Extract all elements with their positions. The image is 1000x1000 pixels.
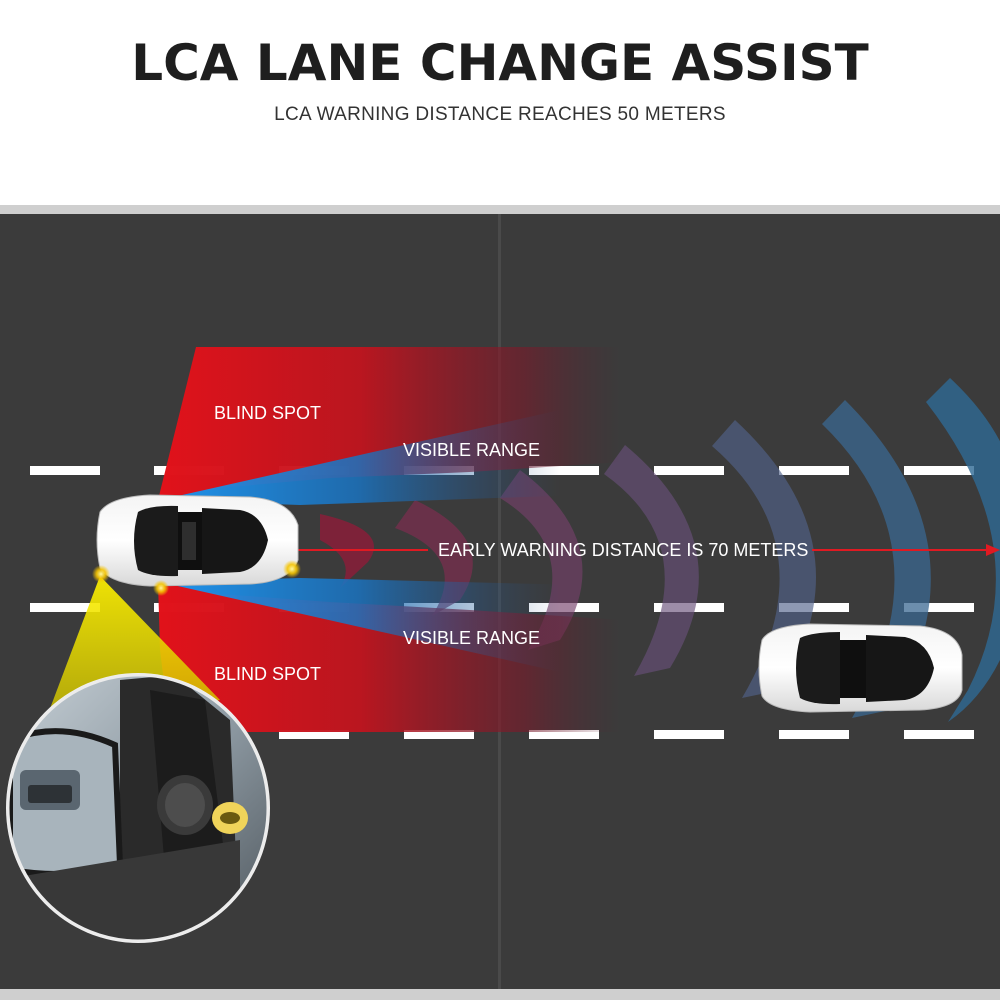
- visible-range-label-top: VISIBLE RANGE: [403, 440, 540, 460]
- early-warning-label: EARLY WARNING DISTANCE IS 70 METERS: [438, 540, 808, 560]
- visible-range-zone-top: [160, 410, 580, 505]
- page-subtitle: LCA WARNING DISTANCE REACHES 50 METERS: [274, 104, 726, 125]
- side-mirror-inset: [6, 673, 270, 943]
- blind-spot-label-top: BLIND SPOT: [214, 403, 321, 423]
- ego-car: [92, 494, 301, 596]
- blind-spot-label-bottom: BLIND SPOT: [214, 664, 321, 684]
- page-title: LCA LANE CHANGE ASSIST: [131, 34, 869, 92]
- visible-range-label-bottom: VISIBLE RANGE: [403, 628, 540, 648]
- road-diagram: BLIND SPOT VISIBLE RANGE EARLY WARNING D…: [0, 205, 1000, 1000]
- early-warning-arrow-head: [986, 544, 1000, 556]
- other-car: [758, 623, 963, 713]
- visible-range-zone-bottom: [160, 578, 580, 672]
- lane-marking-lower: [279, 730, 974, 739]
- road-top-edge: [0, 205, 1000, 214]
- road-bottom-edge: [0, 989, 1000, 1000]
- header: LCA LANE CHANGE ASSIST LCA WARNING DISTA…: [0, 0, 1000, 205]
